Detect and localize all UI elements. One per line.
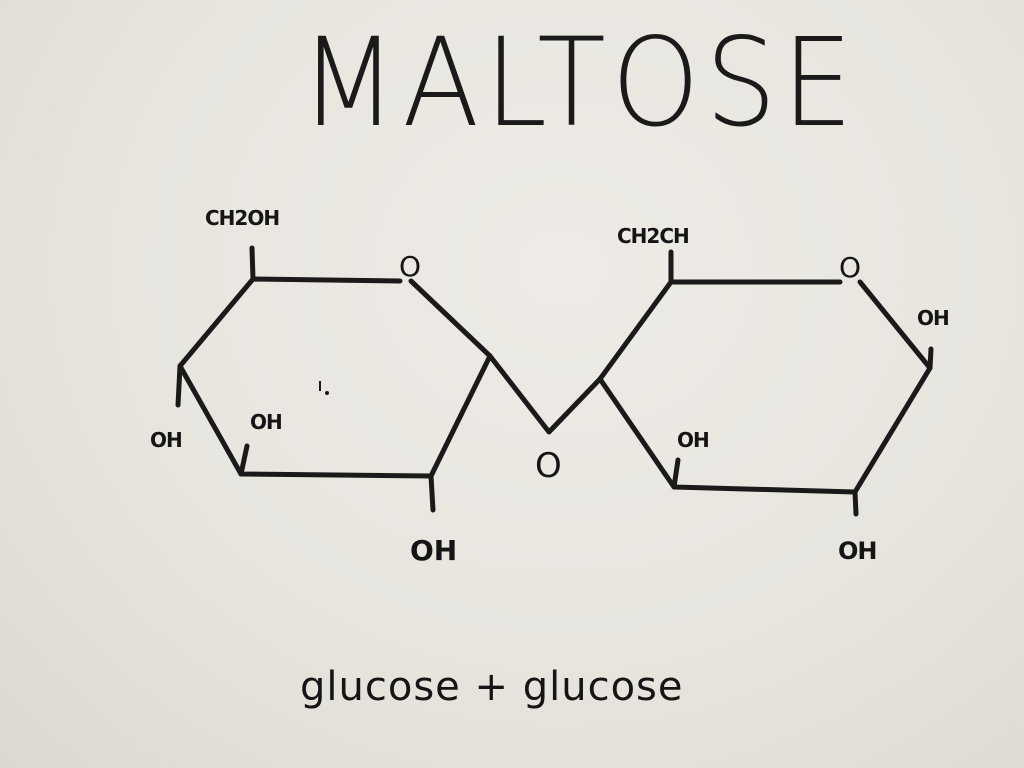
right-oh-bottom-bond: [852, 489, 859, 517]
glycosidic-bonds: [487, 353, 603, 435]
right-oh-right-bond: [927, 346, 934, 371]
pen-mark: [319, 381, 329, 395]
right-oh-inner-bond: [671, 457, 681, 490]
right-oh-right-label: OH: [917, 306, 950, 330]
left-oh-left-bond: [175, 363, 183, 408]
left-oh-bottom-bond: [428, 473, 436, 513]
left-ch2oh-label: CH2OH: [205, 206, 280, 230]
left-ch2oh-bond: [249, 245, 256, 282]
right-ch2oh-label: CH2CH: [617, 224, 690, 248]
right-oh-bottom-label: OH: [838, 537, 877, 565]
left-oh-inner-bond: [238, 443, 250, 477]
left-ring-bonds: [177, 276, 493, 479]
left-oh-bottom-label: OH: [410, 534, 458, 567]
right-ring-oxygen: O: [839, 251, 862, 284]
caption: glucose + glucose: [300, 664, 684, 710]
left-oh-inner-label: OH: [250, 410, 283, 434]
bridge-oxygen: O: [535, 446, 562, 486]
right-oh-inner-label: OH: [677, 428, 710, 452]
right-ring-bonds: [597, 279, 933, 495]
left-ring-oxygen: O: [399, 250, 422, 283]
left-oh-left-label: OH: [150, 428, 183, 452]
